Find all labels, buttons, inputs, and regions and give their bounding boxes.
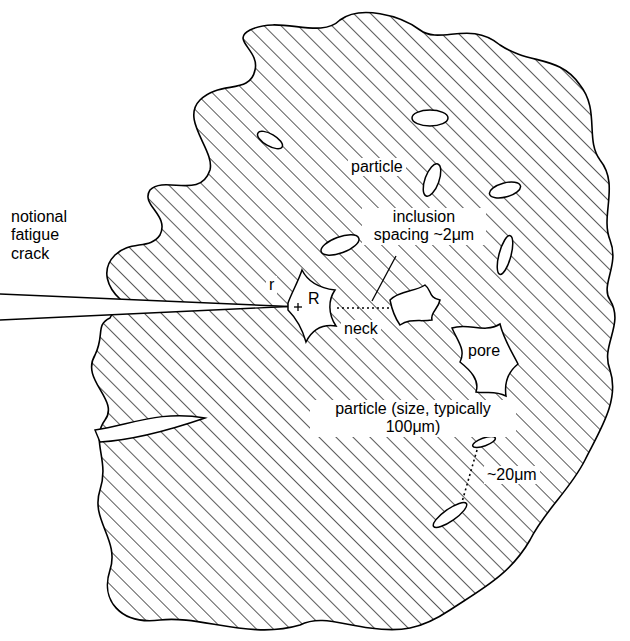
label: R [305, 290, 323, 308]
pore [390, 285, 440, 325]
spacing-line [462, 450, 477, 502]
crack-edge [0, 307, 289, 321]
pore [288, 270, 336, 342]
pore [430, 499, 470, 532]
label: neck [341, 320, 381, 338]
crack-edge [0, 294, 289, 307]
pore [488, 179, 523, 201]
pore [494, 234, 516, 276]
label: r [266, 276, 277, 294]
pore [412, 110, 448, 126]
pore [255, 128, 285, 152]
label: pore [465, 342, 503, 360]
label: particle [348, 158, 406, 176]
centre-mark [297, 303, 298, 311]
pore [452, 324, 518, 396]
crack [0, 294, 289, 320]
pores [255, 110, 522, 531]
label: inclusion spacing ~2μm [362, 208, 486, 245]
label: notional fatigue crack [8, 208, 94, 263]
particle-region [92, 13, 615, 630]
label: ~20μm [484, 466, 540, 484]
label: particle (size, typically 100μm) [310, 400, 516, 437]
particle-boundary [95, 416, 205, 442]
pore [318, 231, 361, 260]
neck-line [337, 307, 389, 309]
leader-line [372, 256, 396, 301]
pore [420, 162, 445, 199]
